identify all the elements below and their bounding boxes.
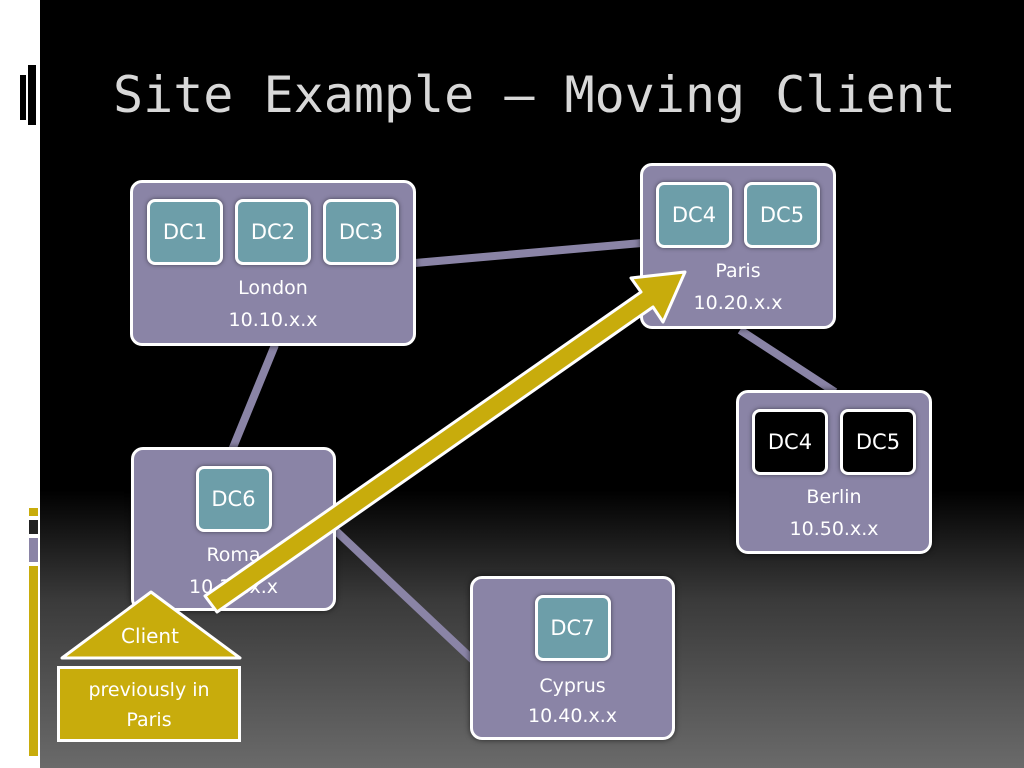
deco-bar (28, 65, 36, 125)
dc-box: DC2 (235, 199, 311, 265)
dc-box: DC7 (534, 595, 611, 661)
link-roma-cyprus (332, 527, 476, 663)
dc-box: DC5 (744, 182, 820, 248)
link-paris-berlin (737, 326, 838, 396)
dc-box: DC1 (147, 199, 223, 265)
site-cyprus: DC7 Cyprus 10.40.x.x (470, 576, 675, 740)
dc-box: DC4 (656, 182, 732, 248)
site-london: DC1 DC2 DC3 London 10.10.x.x (130, 180, 416, 346)
site-paris: DC4 DC5 Paris 10.20.x.x (640, 163, 836, 329)
link-london-paris (414, 239, 643, 267)
site-name: Cyprus (539, 675, 606, 697)
client-note: previously in Paris (57, 666, 241, 742)
deco-bar (29, 520, 38, 534)
site-roma: DC6 Roma 10.30.x.x (131, 447, 336, 611)
dc-box: DC3 (323, 199, 399, 265)
deco-bar (20, 75, 26, 120)
site-subnet: 10.50.x.x (789, 518, 879, 540)
deco-bar (29, 538, 38, 562)
dc-box: DC6 (195, 466, 272, 532)
site-subnet: 10.20.x.x (693, 292, 783, 314)
site-name: London (238, 277, 308, 299)
site-berlin: DC4 DC5 Berlin 10.50.x.x (736, 390, 932, 554)
site-name: Paris (715, 260, 761, 282)
site-name: Berlin (806, 486, 862, 508)
page-title: Site Example – Moving Client (113, 66, 956, 124)
dc-box: DC5 (840, 409, 916, 475)
deco-bar (29, 566, 38, 756)
client-roof-icon (60, 590, 242, 660)
site-subnet: 10.10.x.x (228, 309, 318, 331)
site-subnet: 10.40.x.x (528, 705, 617, 727)
client-label: Client (121, 624, 179, 648)
site-name: Roma (206, 544, 261, 566)
dc-box: DC4 (752, 409, 828, 475)
link-london-roma (228, 343, 279, 452)
deco-bar (29, 508, 38, 516)
